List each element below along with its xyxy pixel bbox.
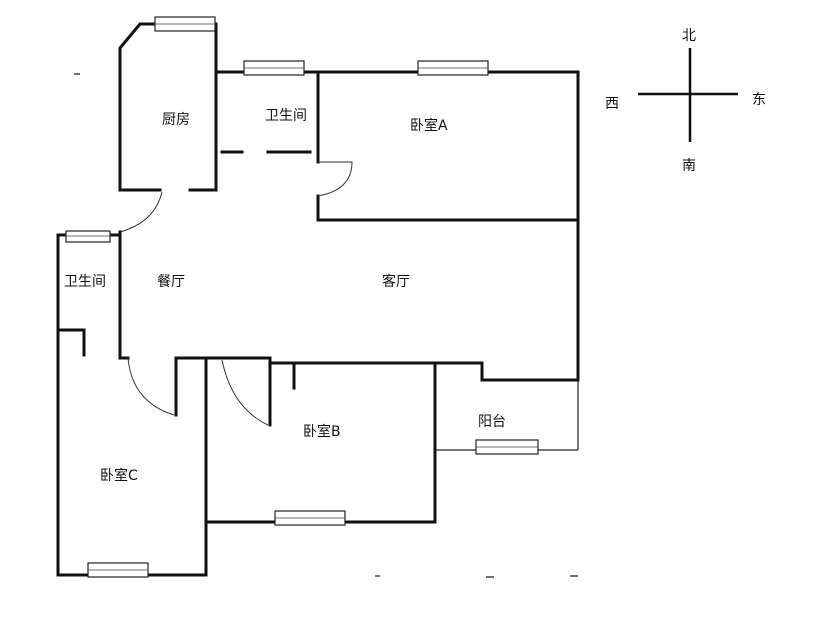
compass-west-label: 西	[605, 96, 619, 112]
bedroom-b-door-arc	[221, 359, 269, 426]
bedroom-c-label: 卧室C	[100, 467, 138, 484]
bathroom-top-window	[243, 60, 305, 76]
bedroom-c-walls	[56, 356, 272, 577]
bedroom-b-window	[274, 510, 346, 526]
compass-east-label: 东	[752, 92, 766, 108]
dining-label: 餐厅	[157, 274, 185, 290]
bedroom-a-label: 卧室A	[410, 117, 448, 134]
kitchen-walls	[118, 22, 218, 192]
bedroom-a-walls	[316, 70, 580, 382]
stray-marks	[74, 73, 578, 578]
bathroom-left-window	[65, 230, 111, 243]
balcony-label: 阳台	[478, 414, 506, 430]
bathroom-top-label: 卫生间	[265, 108, 307, 124]
bedroom-c-door-arc	[127, 357, 175, 416]
compass	[638, 48, 738, 142]
bedroom-a-door-arc	[317, 161, 353, 197]
balcony-walls	[433, 361, 580, 451]
bedroom-b-label: 卧室B	[303, 423, 341, 440]
kitchen-door-arc	[119, 191, 163, 233]
bathroom-left-label: 卫生间	[64, 274, 106, 290]
bedroom-b-walls	[204, 356, 437, 524]
bedroom-a-window	[417, 60, 489, 76]
bedroom-c-window	[87, 562, 149, 578]
living-label: 客厅	[382, 273, 410, 290]
kitchen-label: 厨房	[162, 112, 190, 128]
compass-south-label: 南	[682, 158, 696, 174]
kitchen-window	[154, 16, 216, 32]
balcony-window	[475, 439, 539, 455]
compass-north-label: 北	[682, 28, 696, 44]
